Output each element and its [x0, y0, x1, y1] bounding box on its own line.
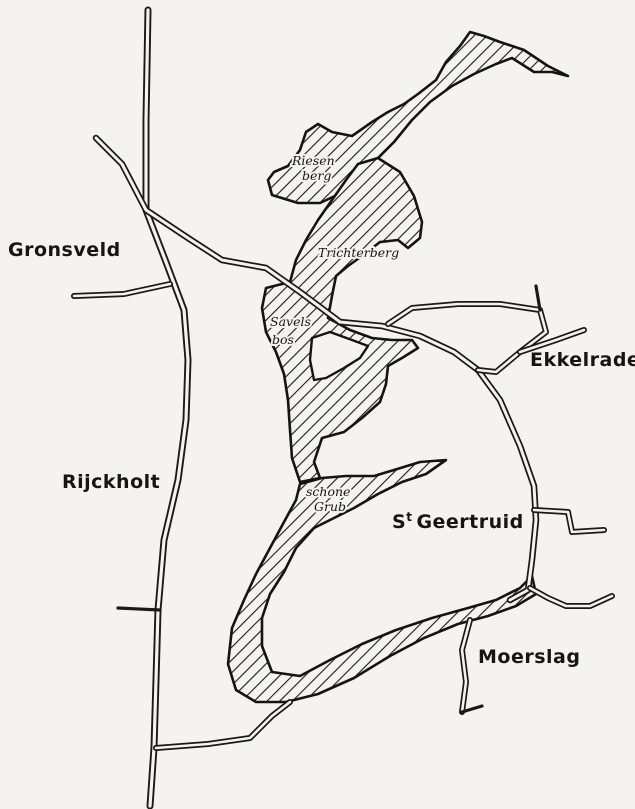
label-schone-grub-1: schone	[306, 484, 350, 499]
forest-areas	[226, 30, 570, 704]
label-riesenberg-1: Riesen	[291, 153, 335, 168]
road-geertruid-east	[531, 507, 607, 535]
label-gronsveld: Gronsveld	[8, 239, 121, 261]
forest-clearing	[308, 330, 370, 382]
road-gronsveld-east	[92, 134, 540, 604]
label-trichterberg: Trichterberg	[318, 245, 399, 260]
label-moerslag: Moerslag	[478, 646, 580, 668]
label-rijckholt: Rijckholt	[62, 471, 160, 493]
label-savelsbos-2: bos	[272, 332, 294, 347]
road-network	[71, 6, 615, 809]
road-stub-west	[116, 606, 162, 612]
road-south	[153, 699, 293, 751]
road-west-spur	[71, 281, 173, 299]
label-savelsbos-1: Savels	[270, 314, 311, 329]
label-schone-grub-2: Grub	[314, 499, 346, 514]
road-ekkelrade	[385, 284, 587, 375]
forest-schone-grub	[226, 458, 538, 704]
road-main-north-south	[142, 6, 192, 809]
label-riesenberg-2: berg	[302, 168, 331, 183]
forest-riesenberg	[266, 30, 570, 205]
road-south-east	[459, 585, 615, 715]
forest-trichterberg	[260, 156, 424, 484]
label-ekkelrade: Ekkelrade	[530, 349, 635, 371]
